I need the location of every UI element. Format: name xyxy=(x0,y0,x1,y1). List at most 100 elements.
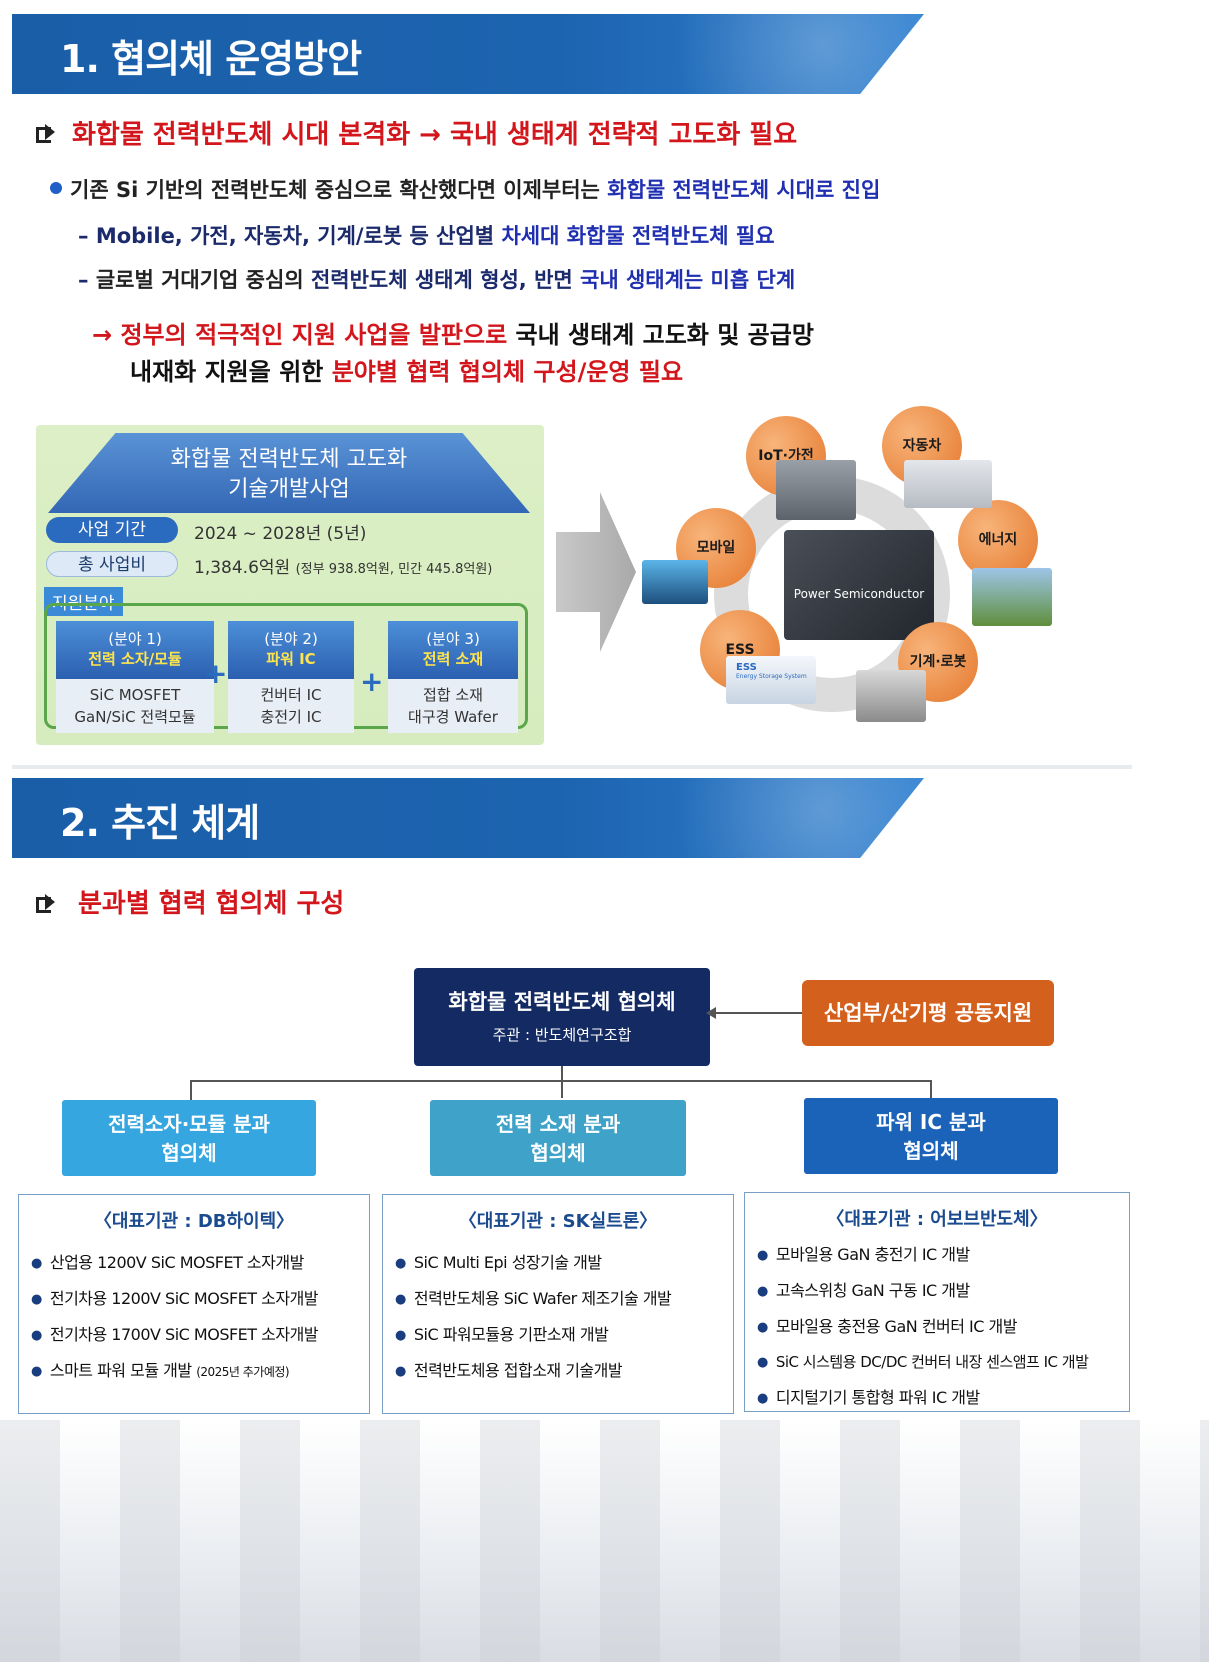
section1-title: 1. 협의체 운영방안 xyxy=(60,28,361,83)
list-item: 디지털기기 통합형 파워 IC 개발 xyxy=(757,1380,1088,1416)
field-1-body: SiC MOSFET GaN/SiC 전력모듈 xyxy=(56,679,214,733)
dash2-text-a: 글로벌 거대기업 중심의 xyxy=(96,268,311,292)
conclusion-line-2: 내재화 지원을 위한 분야별 협력 협의체 구성/운영 필요 xyxy=(130,352,683,387)
mobile-image xyxy=(642,560,708,604)
plus-icon: + xyxy=(204,657,227,690)
project-banner-line2: 기술개발사업 xyxy=(48,475,530,505)
field-card-3: (분야 3) 전력 소재 접합 소재 대구경 Wafer xyxy=(388,621,518,733)
plus-icon: + xyxy=(360,665,383,698)
field-1-item-2: GaN/SiC 전력모듈 xyxy=(56,706,214,728)
list-item: 산업용 1200V SiC MOSFET 소자개발 xyxy=(31,1245,318,1281)
dash-line-2: – 글로벌 거대기업 중심의 전력반도체 생태계 형성, 반면 국내 생태계는 … xyxy=(78,264,795,294)
conclusion-text-c: 내재화 지원을 위한 xyxy=(130,358,332,386)
conclusion-text-d: 분야별 협력 협의체 구성/운영 필요 xyxy=(332,358,683,386)
list-item-note: (2025년 추가예정) xyxy=(196,1365,289,1379)
group-1-rep: 〈대표기관 : DB하이텍〉 xyxy=(19,1207,369,1233)
section1-headline: 화합물 전력반도체 시대 본격화 → 국내 생태계 전략적 고도화 필요 xyxy=(72,114,797,151)
group-3-detail: 〈대표기관 : 어보브반도체〉 모바일용 GaN 충전기 IC 개발 고속스위칭… xyxy=(744,1192,1130,1412)
list-item: 전기차용 1700V SiC MOSFET 소자개발 xyxy=(31,1317,318,1353)
field-3-item-1: 접합 소재 xyxy=(388,684,518,706)
group-3-title-line2: 협의체 xyxy=(804,1135,1058,1164)
field-2-item-1: 컨버터 IC xyxy=(228,684,354,706)
group1-connector xyxy=(190,1080,192,1100)
group-3-list: 모바일용 GaN 충전기 IC 개발 고속스위칭 GaN 구동 IC 개발 모바… xyxy=(757,1237,1088,1416)
ess-image: ESS Energy Storage System xyxy=(726,656,816,704)
groups-horizontal-line xyxy=(190,1080,932,1082)
big-right-arrow-icon xyxy=(556,492,636,652)
field-3-head: (분야 3) 전력 소재 xyxy=(388,621,518,679)
project-banner: 화합물 전력반도체 고도화 기술개발사업 xyxy=(48,433,530,513)
list-item: 모바일용 충전용 GaN 컨버터 IC 개발 xyxy=(757,1309,1088,1345)
group-1-header: 전력소자·모듈 분과 협의체 xyxy=(62,1100,316,1176)
budget-label: 총 사업비 xyxy=(46,551,178,577)
dash2-text-b: 전력반도체 생태계 형성, 반면 xyxy=(311,268,580,292)
dash-line-1: – Mobile, 가전, 자동차, 기계/로봇 등 산업별 차세대 화합물 전… xyxy=(78,220,775,250)
budget-detail: (정부 938.8억원, 민간 445.8억원) xyxy=(296,562,493,577)
car-image xyxy=(904,460,992,508)
support-box: 산업부/산기평 공동지원 xyxy=(802,980,1054,1046)
council-box: 화합물 전력반도체 협의체 주관 : 반도체연구조합 xyxy=(414,968,710,1066)
dash1-text-b: 차세대 화합물 전력반도체 필요 xyxy=(501,224,774,248)
field-2-item-2: 충전기 IC xyxy=(228,706,354,728)
council-title: 화합물 전력반도체 협의체 xyxy=(414,968,710,1016)
list-item: SiC 시스템용 DC/DC 컨버터 내장 센스앰프 IC 개발 xyxy=(757,1345,1088,1380)
field-card-1: (분야 1) 전력 소자/모듈 SiC MOSFET GaN/SiC 전력모듈 xyxy=(56,621,214,733)
support-label: 산업부/산기평 공동지원 xyxy=(802,980,1054,1046)
group-3-title-line1: 파워 IC 분과 xyxy=(804,1098,1058,1135)
list-item: SiC 파워모듈용 기판소재 개발 xyxy=(395,1317,671,1353)
field-1-num: (분야 1) xyxy=(56,629,214,649)
list-item: SiC Multi Epi 성장기술 개발 xyxy=(395,1245,671,1281)
bullet-text-b: 화합물 전력반도체 시대로 진입 xyxy=(607,178,880,202)
support-connector-line xyxy=(710,1012,802,1014)
group-1-title-line2: 협의체 xyxy=(62,1137,316,1166)
project-banner-line1: 화합물 전력반도체 고도화 xyxy=(48,445,530,475)
dash1-text-a: Mobile, 가전, 자동차, 기계/로봇 등 산업별 xyxy=(96,224,502,248)
ess-image-label: ESS xyxy=(726,656,816,673)
bullet-text-a: 기존 Si 기반의 전력반도체 중심으로 확산했다면 이제부터는 xyxy=(70,178,607,202)
group-2-rep: 〈대표기관 : SK실트론〉 xyxy=(383,1207,733,1233)
group-2-title-line1: 전력 소재 분과 xyxy=(430,1100,686,1137)
dash2-text-c: 국내 생태계는 미흡 단계 xyxy=(580,268,795,292)
field-card-2: (분야 2) 파워 IC 컨버터 IC 충전기 IC xyxy=(228,621,354,733)
field-3-body: 접합 소재 대구경 Wafer xyxy=(388,679,518,733)
list-item: 전력반도체용 SiC Wafer 제조기술 개발 xyxy=(395,1281,671,1317)
field-1-name: 전력 소자/모듈 xyxy=(56,649,214,669)
field-3-item-2: 대구경 Wafer xyxy=(388,706,518,728)
arrow-left-icon xyxy=(706,1007,716,1019)
budget-value: 1,384.6억원 xyxy=(194,558,290,578)
period-label: 사업 기간 xyxy=(46,517,178,543)
group-1-title-line1: 전력소자·모듈 분과 xyxy=(62,1100,316,1137)
section1-header: 1. 협의체 운영방안 xyxy=(12,14,924,94)
group-2-header: 전력 소재 분과 협의체 xyxy=(430,1100,686,1176)
application-cycle-diagram: Power Semiconductor IoT·가전 자동차 에너지 기계·로봇… xyxy=(636,400,1062,730)
energy-image xyxy=(972,568,1052,626)
bullet-line-1: 기존 Si 기반의 전력반도체 중심으로 확산했다면 이제부터는 화합물 전력반… xyxy=(70,174,880,204)
group-3-rep: 〈대표기관 : 어보브반도체〉 xyxy=(745,1205,1129,1231)
field-2-num: (분야 2) xyxy=(228,629,354,649)
list-item: 스마트 파워 모듈 개발 (2025년 추가예정) xyxy=(31,1353,318,1390)
header-decoration xyxy=(584,778,924,858)
conclusion-arrow: → xyxy=(92,321,112,349)
group3-connector xyxy=(930,1080,932,1100)
group-2-detail: 〈대표기관 : SK실트론〉 SiC Multi Epi 성장기술 개발 전력반… xyxy=(382,1194,734,1414)
header-decoration xyxy=(584,14,924,94)
section2-headline: 분과별 협력 협의체 구성 xyxy=(78,883,344,920)
field-3-num: (분야 3) xyxy=(388,629,518,649)
list-item: 전기차용 1200V SiC MOSFET 소자개발 xyxy=(31,1281,318,1317)
field-2-body: 컨버터 IC 충전기 IC xyxy=(228,679,354,733)
conclusion-text-b: 국내 생태계 고도화 및 공급망 xyxy=(507,321,814,349)
list-item: 모바일용 GaN 충전기 IC 개발 xyxy=(757,1237,1088,1273)
council-sub: 주관 : 반도체연구조합 xyxy=(414,1016,710,1045)
group-2-list: SiC Multi Epi 성장기술 개발 전력반도체용 SiC Wafer 제… xyxy=(395,1245,671,1389)
field-1-item-1: SiC MOSFET xyxy=(56,684,214,706)
appliance-image xyxy=(776,460,856,520)
list-item-text: 스마트 파워 모듈 개발 xyxy=(50,1361,192,1380)
group-1-detail: 〈대표기관 : DB하이텍〉 산업용 1200V SiC MOSFET 소자개발… xyxy=(18,1194,370,1414)
arrow-bullet-icon xyxy=(36,124,56,140)
checkered-floor-background xyxy=(0,1420,1209,1662)
section2-title: 2. 추진 체계 xyxy=(60,792,259,847)
group-1-list: 산업용 1200V SiC MOSFET 소자개발 전기차용 1200V SiC… xyxy=(31,1245,318,1390)
field-2-head: (분야 2) 파워 IC xyxy=(228,621,354,679)
list-item: 고속스위칭 GaN 구동 IC 개발 xyxy=(757,1273,1088,1309)
robot-image xyxy=(856,670,926,722)
